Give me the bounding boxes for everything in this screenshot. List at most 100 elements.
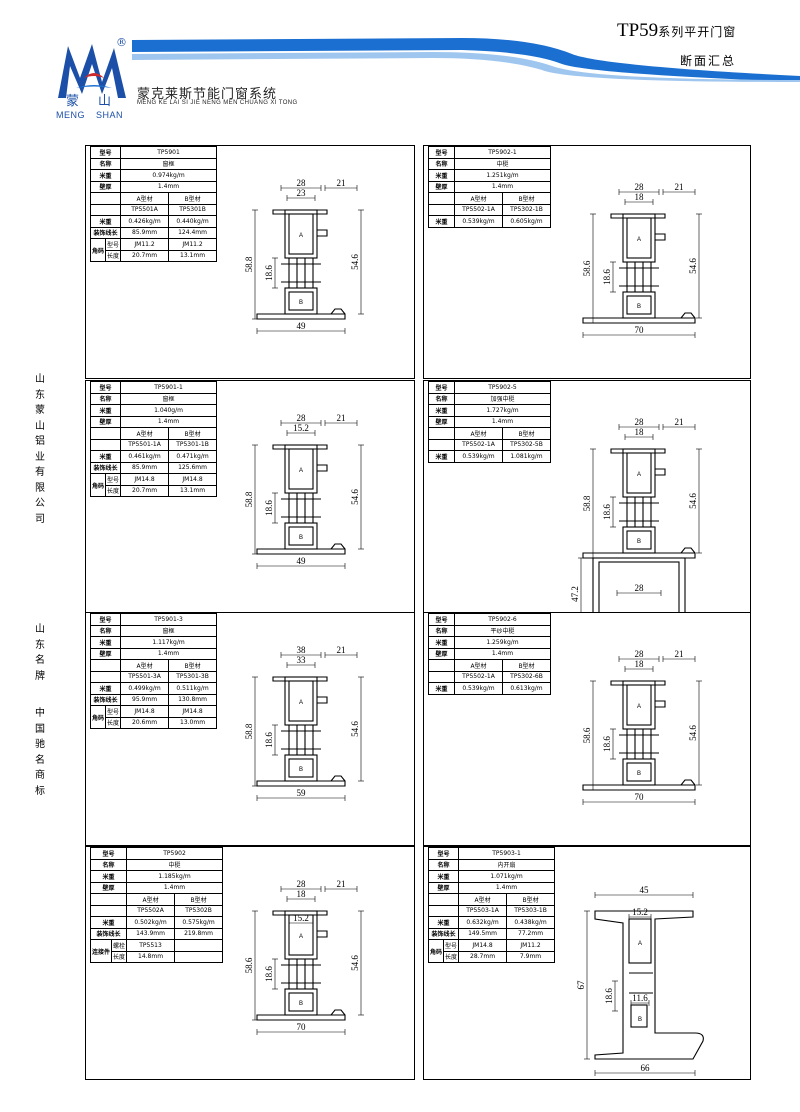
label-b: B (637, 539, 641, 545)
dim-height-mid: 18.6 (602, 736, 612, 752)
dim-width-right: 21 (675, 649, 684, 659)
value-model: TP5902-1 (454, 146, 551, 159)
dim-small: 11.6 (632, 993, 648, 1003)
label-corner-model: 型号 (443, 939, 460, 952)
dim-width-right: 21 (675, 417, 684, 427)
dim-width-right: 21 (337, 413, 346, 423)
label-wall: 壁厚 (89, 647, 122, 660)
spec-row: 名称窗框 (89, 392, 218, 405)
dim-width-top: 28 (297, 413, 307, 423)
label-weight: 米重 (89, 169, 122, 182)
value-model: TP5902 (126, 847, 224, 860)
dim-height-total: 67 (576, 980, 586, 990)
label-b: B (299, 300, 303, 306)
logo-char-shan: 山 (98, 94, 112, 109)
label-weight-ab: 米重 (428, 215, 455, 228)
logo-char-meng: 蒙 (66, 94, 80, 109)
dim-height-total: 58.6 (582, 727, 592, 743)
label-perimeter: 装饰线长 (89, 693, 122, 706)
value-b-corner: JM14.8 (168, 705, 218, 718)
value-wall: 1.4mm (120, 647, 218, 660)
label-corner-model: 型号 (105, 473, 122, 486)
value-b-code: TP5302B (174, 904, 224, 917)
value-b-code: TP5303-1B (506, 904, 556, 917)
header-blank (89, 893, 128, 906)
label-weight-ab: 米重 (89, 215, 122, 228)
value-name: 窗框 (120, 157, 218, 170)
value-weight: 1.185kg/m (126, 870, 224, 883)
dim-height-total: 58.8 (244, 256, 254, 272)
label-model: 型号 (89, 146, 122, 159)
label-b: B (299, 767, 303, 773)
value-b-weight: 0.438kg/m (506, 916, 556, 929)
dim-width-top: 28 (297, 178, 307, 188)
value-wall: 1.4mm (454, 647, 551, 660)
dim-width-right: 21 (337, 879, 346, 889)
dim-height-total: 58.8 (244, 491, 254, 507)
dim-width-top: 38 (297, 645, 307, 655)
label-wall: 壁厚 (89, 180, 122, 193)
dim-width-inner: 18 (297, 889, 307, 899)
value-b-length: 13.0mm (168, 716, 218, 729)
label-weight: 米重 (89, 636, 122, 649)
value-model: TP5903-1 (458, 847, 556, 860)
title-series: 系列平开门窗 (658, 25, 737, 39)
label-corner-model: 型号 (105, 238, 122, 251)
dim-height-mid: 18.6 (602, 269, 612, 285)
dim-height-right: 54.6 (688, 725, 698, 741)
label-a-profile: A型材 (120, 192, 170, 205)
dim-width-bottom: 49 (297, 556, 307, 566)
dim-height-mid: 18.6 (602, 504, 612, 520)
label-weight: 米重 (427, 870, 460, 883)
dim-height-total: 58.6 (244, 957, 254, 973)
label-b: B (637, 304, 641, 310)
page-subtitle: 断面汇总 (680, 54, 737, 68)
dim-width-inner: 18 (635, 192, 645, 202)
label-b-profile: B型材 (168, 659, 218, 672)
dim-width-right: 21 (337, 645, 346, 655)
value-b-weight: 1.081kg/m (502, 450, 551, 463)
value-b-code: TP5302-6B (502, 670, 551, 683)
logo-en-meng: MENG (56, 110, 85, 120)
value-b-length: 7.9mm (506, 950, 556, 963)
value-b-weight: 0.440kg/m (168, 215, 218, 228)
value-a-length: 20.6mm (120, 716, 170, 729)
spec-row: 名称加强中梃 (428, 392, 551, 405)
profile-outline (582, 213, 696, 324)
profile-outline (256, 209, 346, 320)
value-b-length: 13.1mm (168, 484, 218, 497)
value-b-code: TP5301-3B (168, 670, 218, 683)
label-connector: 连接件 (89, 939, 113, 963)
dim-width-inner: 18 (635, 427, 645, 437)
logo-en-shan: SHAN (96, 110, 124, 120)
spec-row: 名称窗框 (89, 157, 218, 170)
label-b-profile: B型材 (506, 893, 556, 906)
logo-mountain-icon (58, 44, 126, 98)
